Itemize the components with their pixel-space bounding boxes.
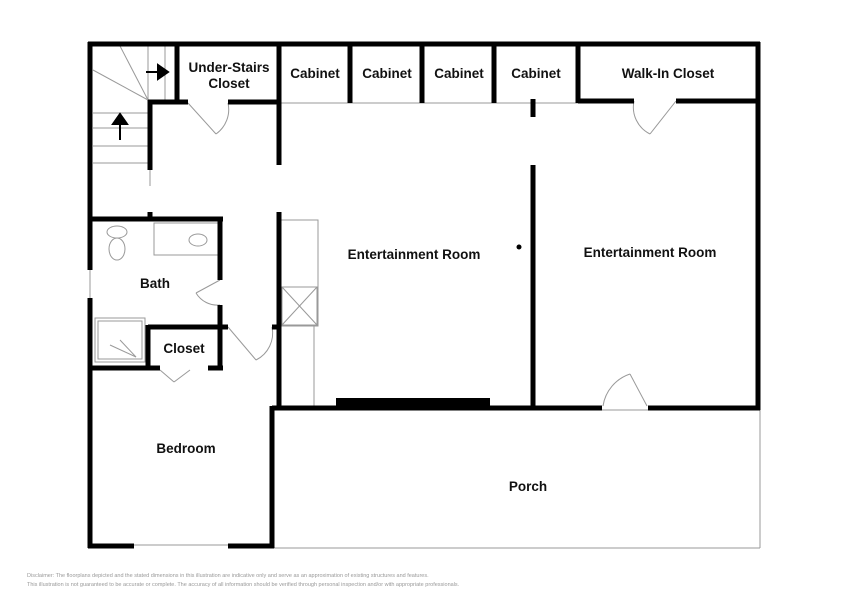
label-porch: Porch <box>509 479 547 494</box>
label-under-stairs-closet-2: Closet <box>208 76 250 91</box>
column-dot <box>516 244 522 250</box>
walls <box>87 41 761 549</box>
label-entertainment-room-2: Entertainment Room <box>584 245 717 260</box>
stair-arrow-icon <box>111 63 170 140</box>
label-cabinet: Cabinet <box>290 66 340 81</box>
label-bath: Bath <box>140 276 170 291</box>
disclaimer-line-1: Disclaimer: The floorplans depicted and … <box>27 573 429 579</box>
thin-lines <box>89 45 761 549</box>
label-entertainment-room: Entertainment Room <box>348 247 481 262</box>
fireplace <box>336 398 490 408</box>
label-cabinet: Cabinet <box>511 66 561 81</box>
label-cabinet: Cabinet <box>362 66 412 81</box>
label-walk-in-closet: Walk-In Closet <box>622 66 715 81</box>
disclaimer-line-2: This illustration is not guaranteed to b… <box>27 582 460 588</box>
label-cabinet: Cabinet <box>434 66 484 81</box>
label-closet: Closet <box>163 341 205 356</box>
label-bedroom: Bedroom <box>156 441 215 456</box>
label-under-stairs-closet: Under-Stairs <box>188 60 269 75</box>
room-labels: Under-Stairs Closet Cabinet Cabinet Cabi… <box>140 60 716 494</box>
